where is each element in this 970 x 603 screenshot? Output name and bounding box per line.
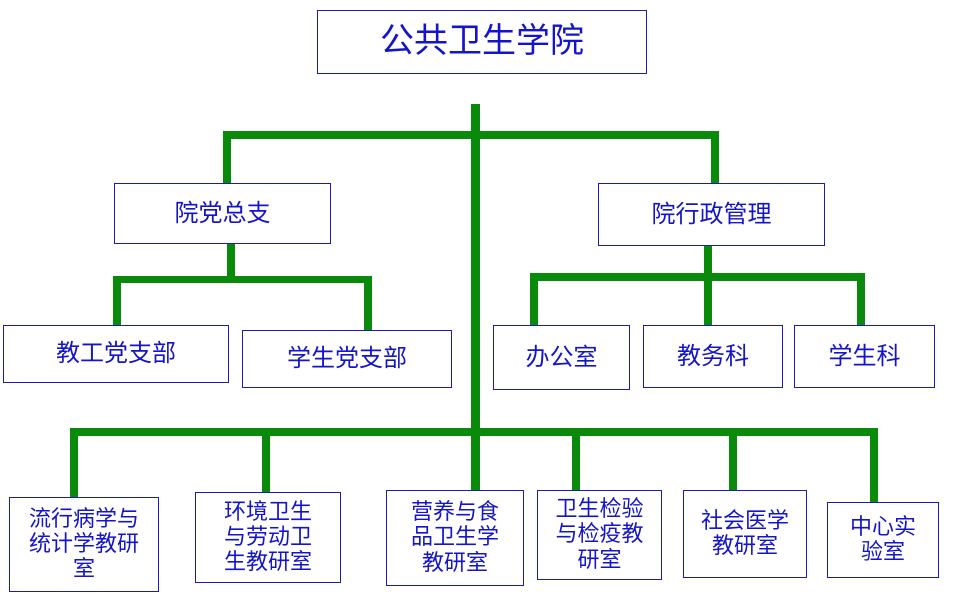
admin-drop-line (711, 131, 719, 184)
academic-affairs-box: 教务科 (643, 325, 783, 388)
student-affairs-box: 学生科 (794, 325, 935, 388)
office-box: 办公室 (493, 325, 630, 390)
admin-children-line (530, 273, 865, 281)
party-children-line (113, 276, 372, 283)
party-branch-box: 院党总支 (114, 183, 331, 244)
dept6-drop (870, 428, 878, 502)
dept2-drop (262, 428, 270, 492)
admin-child3-drop (857, 273, 865, 325)
department-box-central-lab: 中心实 验室 (827, 502, 939, 578)
dept5-drop (729, 428, 737, 490)
department-box-social-medicine: 社会医学 教研室 (683, 490, 807, 578)
department-box-nutrition: 营养与食 品卫生学 教研室 (386, 490, 524, 586)
party-drop-line (223, 131, 231, 184)
department-box-environmental-health: 环境卫生 与劳动卫 生教研室 (195, 492, 341, 583)
admin-child1-drop (530, 273, 538, 325)
department-box-health-inspection: 卫生检验 与检疫教 研室 (537, 490, 662, 580)
admin-child2-drop (704, 273, 712, 325)
departments-branch-line (70, 428, 878, 436)
dept4-drop (572, 428, 580, 490)
party-child1-drop (113, 276, 121, 325)
department-box-epidemiology: 流行病学与 统计学教研 室 (9, 497, 159, 592)
admin-box: 院行政管理 (598, 183, 825, 246)
dept1-drop (70, 428, 78, 497)
root-node-box: 公共卫生学院 (317, 10, 647, 74)
student-party-branch-box: 学生党支部 (242, 330, 452, 388)
admin-stem-line (704, 246, 712, 276)
party-stem-line (227, 244, 235, 279)
party-child2-drop (364, 276, 372, 330)
trunk-line (471, 104, 480, 490)
faculty-party-branch-box: 教工党支部 (3, 325, 229, 383)
top-branch-line (223, 131, 719, 139)
